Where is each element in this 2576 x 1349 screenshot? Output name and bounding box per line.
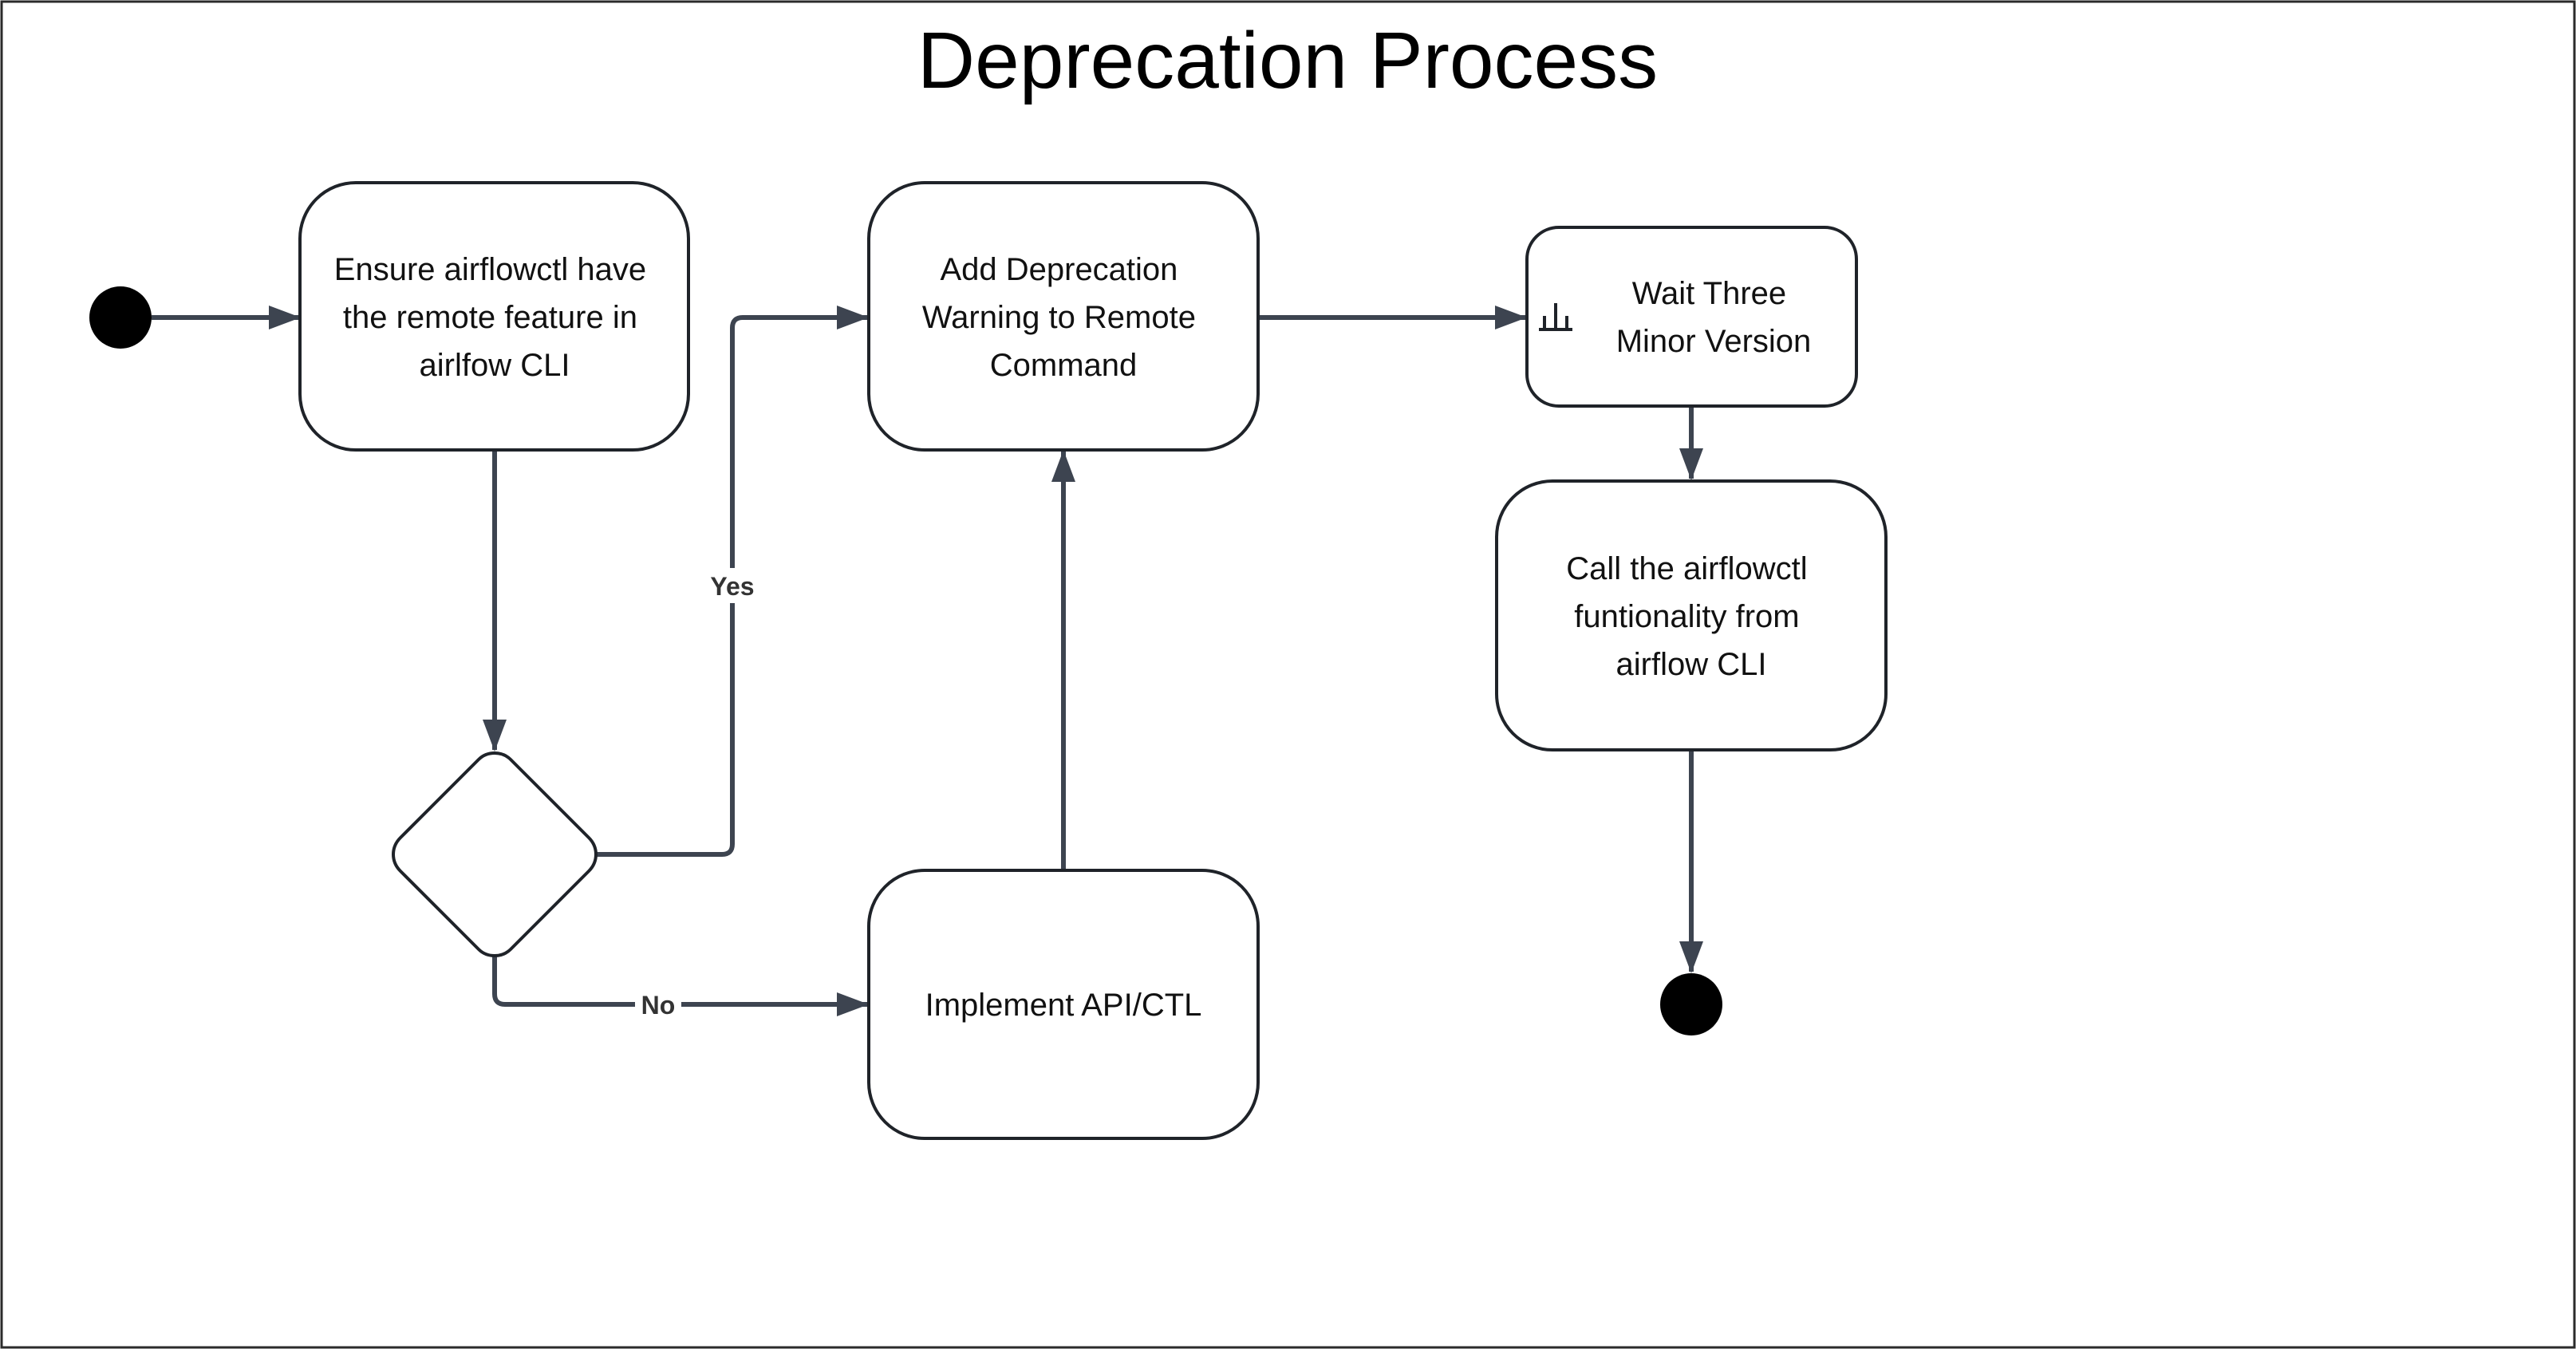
node-add-warning[interactable]: Add Deprecation Warning to Remote Comman… — [867, 181, 1260, 452]
node-add-warning-line-2: Warning to Remote — [922, 300, 1196, 335]
yes-label-text: Yes — [710, 572, 754, 601]
timer-icon — [1539, 303, 1572, 331]
edge-decision-to-implement — [492, 956, 869, 1016]
node-add-warning-line-1: Add Deprecation — [940, 252, 1178, 287]
svg-text:Add Deprecation Warning: Add Deprecation Warning to Remote Comman… — [922, 252, 1205, 383]
no-edge-label: No — [635, 988, 681, 1021]
node-call[interactable]: Call the airflowctl funtionality from ai… — [1495, 479, 1888, 751]
node-wait-line-1: Wait Three — [1632, 276, 1786, 311]
end-node — [1660, 973, 1722, 1035]
node-add-warning-line-3: Command — [990, 348, 1138, 383]
node-wait-line-2: Minor Version — [1616, 324, 1812, 359]
node-ensure-line-3: airlfow CLI — [420, 348, 570, 383]
node-call-line-3: airflow CLI — [1616, 647, 1767, 682]
node-call-line-2: funtionality from — [1574, 599, 1799, 634]
edges — [152, 306, 1703, 1016]
svg-text:Implement API/CTL: Implement API/CTL — [925, 988, 1202, 1023]
diagram-title: Deprecation Process — [917, 16, 1658, 105]
node-implement[interactable]: Implement API/CTL — [867, 869, 1260, 1140]
node-ensure[interactable]: Ensure airflowctl have the remote featur… — [298, 181, 690, 452]
node-ensure-line-2: the remote feature in — [343, 300, 637, 335]
node-implement-line-1: Implement API/CTL — [925, 988, 1202, 1023]
svg-text:Ensure airflowctl have t: Ensure airflowctl have the remote featur… — [334, 252, 655, 383]
svg-text:Wait Three Minor Version: Wait Three Minor Version — [1616, 276, 1812, 359]
svg-text:Call the airflowctl funt: Call the airflowctl funtionality from ai… — [1566, 551, 1816, 682]
start-node — [89, 286, 152, 349]
node-ensure-line-1: Ensure airflowctl have — [334, 252, 646, 287]
no-label-text: No — [641, 991, 676, 1020]
decision-node[interactable] — [391, 751, 598, 958]
yes-edge-label: Yes — [705, 568, 759, 603]
node-wait[interactable]: Wait Three Minor Version — [1525, 226, 1858, 408]
node-call-line-1: Call the airflowctl — [1566, 551, 1807, 586]
